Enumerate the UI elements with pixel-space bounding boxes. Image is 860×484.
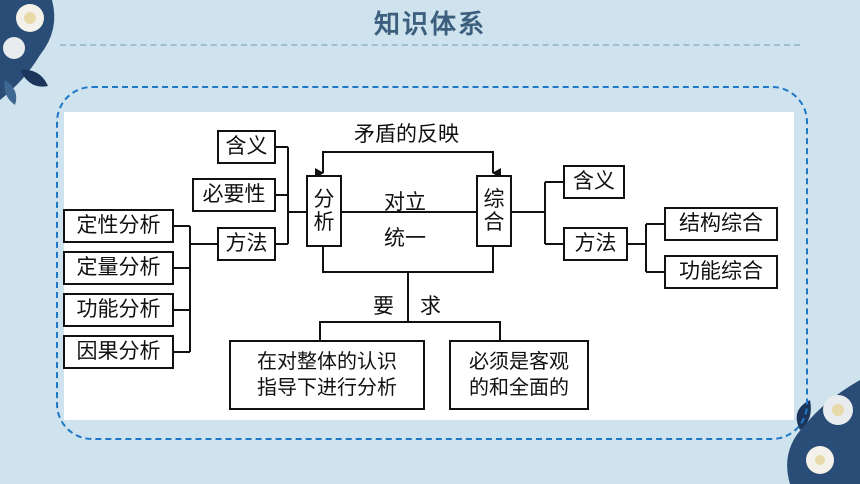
requirement-line: 的和全面的: [469, 375, 569, 399]
requirement-line: 必须是客观: [469, 349, 569, 374]
synthesis-char-2: 合: [483, 210, 505, 234]
synthesis-char-1: 综: [483, 186, 505, 211]
dashed-frame: [56, 86, 808, 440]
requirement-line: 指导下进行分析: [257, 375, 397, 399]
method-item: 功能分析: [63, 293, 174, 327]
analysis-necessity-box: 必要性: [192, 178, 276, 212]
method-item: 因果分析: [63, 335, 174, 369]
method-item: 定量分析: [63, 251, 174, 285]
page-title: 知识体系: [373, 9, 486, 40]
right-method-item: 结构综合: [664, 207, 778, 241]
requirement-box: 在对整体的认识 指导下进行分析: [229, 340, 425, 410]
analysis-meaning-box: 含义: [217, 130, 276, 164]
synthesis-box: 综 合: [476, 175, 512, 247]
analysis-char-2: 析: [313, 210, 335, 234]
requirement-box: 必须是客观 的和全面的: [449, 340, 589, 410]
requirement-line: 在对整体的认识: [257, 349, 397, 374]
method-item: 定性分析: [63, 209, 174, 243]
header-bar: 知识体系: [0, 0, 860, 44]
opposition-label: 对立: [384, 190, 426, 214]
unity-label: 统一: [384, 226, 426, 250]
flower-decoration-top-left-icon: [0, 0, 55, 105]
requirement-label-left: 要: [373, 294, 394, 318]
synthesis-method-box: 方法: [563, 227, 628, 261]
right-method-item: 功能综合: [664, 255, 778, 289]
requirement-label-right: 求: [420, 294, 441, 318]
synthesis-meaning-box: 含义: [563, 165, 625, 199]
analysis-char-1: 分: [313, 186, 335, 211]
contradiction-label: 矛盾的反映: [354, 122, 459, 146]
title-divider: [60, 44, 800, 46]
flower-decoration-bottom-right-icon: [787, 380, 860, 484]
analysis-method-box: 方法: [217, 227, 276, 261]
analysis-box: 分 析: [306, 175, 342, 247]
